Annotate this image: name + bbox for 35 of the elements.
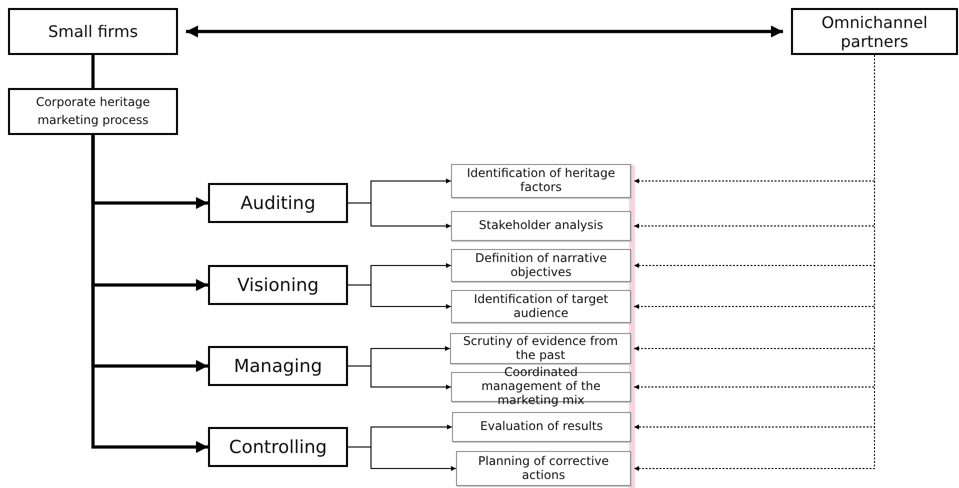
box-label: Evaluation of results (479, 420, 604, 434)
process-box (208, 183, 348, 223)
arrow (348, 202, 452, 228)
arrow (186, 26, 783, 38)
process-box (451, 164, 631, 198)
box-label: Controlling (228, 436, 328, 458)
box-label: Identification of heritage factors (466, 167, 616, 195)
process-box (208, 346, 348, 386)
process-box (8, 8, 178, 55)
box-label: Stakeholder analysis (478, 219, 604, 233)
arrow (91, 135, 208, 453)
process-box (451, 249, 631, 282)
box-label: Omnichannel partners (820, 12, 929, 50)
box-label: Definition of narrative objectives (474, 252, 608, 280)
process-box (208, 427, 348, 467)
arrow (348, 284, 452, 309)
box-label: Auditing (239, 192, 317, 214)
process-box (451, 290, 631, 323)
arrow (348, 366, 452, 390)
box-label: Managing (232, 356, 324, 376)
process-box (791, 8, 958, 55)
box-label: Scrutiny of evidence from the past (462, 334, 619, 362)
process-box (456, 451, 631, 486)
process-box (208, 265, 348, 305)
process-box (450, 333, 631, 364)
process-box (452, 412, 631, 442)
process-box (8, 88, 178, 135)
box-label: Identification of target audience (472, 292, 610, 320)
box-label: Coordinated management of the marketing mix (480, 366, 602, 408)
box-label: Visioning (236, 274, 320, 296)
arrow (348, 446, 456, 471)
box-label: Corporate heritage marketing process (34, 94, 152, 128)
box-label: Small firms (47, 22, 139, 41)
box-label: Planning of corrective actions (477, 454, 610, 482)
process-box (451, 211, 631, 241)
